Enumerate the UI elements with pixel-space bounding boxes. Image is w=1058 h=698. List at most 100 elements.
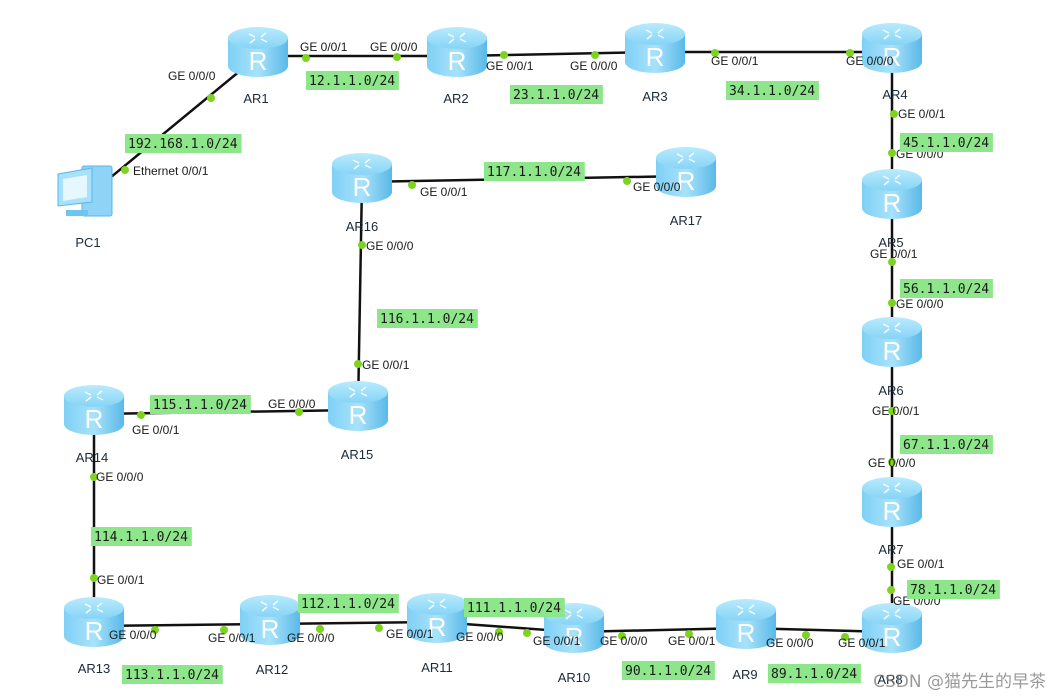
port-dot xyxy=(888,258,896,266)
device-ar13[interactable]: R xyxy=(64,597,124,647)
router-icon[interactable]: R xyxy=(407,593,467,643)
network-label-bg xyxy=(306,71,399,90)
pc-icon[interactable] xyxy=(57,165,113,217)
network-label: 45.1.1.0/24 xyxy=(900,133,993,152)
router-icon[interactable]: R xyxy=(625,23,685,73)
port-dot xyxy=(846,49,854,57)
network-label: 116.1.1.0/24 xyxy=(377,309,478,328)
port-dot xyxy=(90,473,98,481)
router-icon[interactable]: R xyxy=(328,381,388,431)
device-label: AR6 xyxy=(878,383,903,398)
router-body xyxy=(328,392,388,431)
device-ar7[interactable]: R xyxy=(862,477,922,527)
device-ar14[interactable]: R xyxy=(64,385,124,435)
device-label: AR2 xyxy=(443,91,468,106)
device-ar17[interactable]: R xyxy=(656,147,716,197)
router-body xyxy=(862,34,922,73)
pc-stand xyxy=(66,210,88,216)
device-ar1[interactable]: R xyxy=(228,27,288,77)
port-dot xyxy=(888,299,896,307)
port-dot xyxy=(393,53,401,61)
port-label: GE 0/0/1 xyxy=(208,631,256,645)
network-label-text: 115.1.1.0/24 xyxy=(153,398,247,413)
port-label: GE 0/0/1 xyxy=(97,573,145,587)
device-ar4[interactable]: R xyxy=(862,23,922,73)
device-label: AR3 xyxy=(642,89,667,104)
router-icon[interactable]: R xyxy=(862,23,922,73)
link-line[interactable] xyxy=(356,181,364,411)
port-dot xyxy=(888,458,896,466)
device-ar3[interactable]: R xyxy=(625,23,685,73)
router-icon[interactable]: R xyxy=(332,153,392,203)
device-label: AR9 xyxy=(732,667,757,682)
router-glyph: R xyxy=(565,622,584,652)
device-label: AR4 xyxy=(882,87,907,102)
router-icon[interactable]: R xyxy=(862,317,922,367)
device-label: PC1 xyxy=(75,235,100,250)
router-icon[interactable]: R xyxy=(862,169,922,219)
router-icon[interactable]: R xyxy=(64,385,124,435)
router-glyph: R xyxy=(883,336,902,366)
link-PC1-AR1[interactable] xyxy=(87,55,259,197)
network-label-bg xyxy=(907,580,1000,599)
router-icon[interactable]: R xyxy=(862,477,922,527)
router-arrows-icon xyxy=(882,174,902,186)
port-dot xyxy=(887,586,895,594)
link-AR2-AR3[interactable] xyxy=(456,50,656,58)
router-body xyxy=(332,164,392,203)
network-label-text: 111.1.1.0/24 xyxy=(467,601,561,616)
router-arrows-icon xyxy=(348,386,368,398)
router-icon[interactable]: R xyxy=(427,27,487,77)
network-label-text: 113.1.1.0/24 xyxy=(125,668,219,683)
port-dot xyxy=(354,360,362,368)
port-label: GE 0/0/0 xyxy=(868,456,916,470)
port-label: GE 0/0/0 xyxy=(168,69,216,83)
port-label: GE 0/0/1 xyxy=(838,636,886,650)
router-icon[interactable]: R xyxy=(656,147,716,197)
router-glyph: R xyxy=(677,166,696,196)
port-label: GE 0/0/0 xyxy=(896,297,944,311)
device-ar6[interactable]: R xyxy=(862,317,922,367)
network-label: 78.1.1.0/24 xyxy=(907,580,1000,599)
link-line[interactable] xyxy=(456,50,656,58)
port-label: GE 0/0/0 xyxy=(96,470,144,484)
port-dot xyxy=(890,110,898,118)
link-line[interactable] xyxy=(87,55,259,197)
port-label: GE 0/0/1 xyxy=(872,404,920,418)
router-icon[interactable]: R xyxy=(64,597,124,647)
device-ar9[interactable]: R xyxy=(716,599,776,649)
device-ar11[interactable]: R xyxy=(407,593,467,643)
network-label-bg xyxy=(464,598,565,617)
device-ar12[interactable]: R xyxy=(240,595,300,645)
network-label-text: 78.1.1.0/24 xyxy=(910,583,996,598)
port-dot xyxy=(375,624,383,632)
device-ar8[interactable]: R xyxy=(862,603,922,653)
network-label: 114.1.1.0/24 xyxy=(91,527,192,546)
device-ar16[interactable]: R xyxy=(332,153,392,203)
watermark: CSDN @猫先生的早茶 xyxy=(873,672,1046,692)
device-ar2[interactable]: R xyxy=(427,27,487,77)
port-dot xyxy=(90,574,98,582)
port-dot xyxy=(591,51,599,59)
router-top xyxy=(407,593,467,615)
router-icon[interactable]: R xyxy=(716,599,776,649)
network-label-text: 90.1.1.0/24 xyxy=(625,664,711,679)
device-ar5[interactable]: R xyxy=(862,169,922,219)
router-icon[interactable]: R xyxy=(862,603,922,653)
port-label: GE 0/0/1 xyxy=(533,634,581,648)
router-top xyxy=(862,317,922,339)
device-ar15[interactable]: R xyxy=(328,381,388,431)
network-label-bg xyxy=(377,309,478,328)
port-dot xyxy=(841,633,849,641)
router-icon[interactable]: R xyxy=(228,27,288,77)
link-AR15-AR16[interactable] xyxy=(356,181,364,411)
router-body xyxy=(64,608,124,647)
network-label-text: 117.1.1.0/24 xyxy=(487,165,581,180)
device-pc1[interactable] xyxy=(57,165,113,217)
port-label: GE 0/0/0 xyxy=(370,40,418,54)
network-label-text: 12.1.1.0/24 xyxy=(309,74,395,89)
network-label: 112.1.1.0/24 xyxy=(298,594,399,613)
router-icon[interactable]: R xyxy=(240,595,300,645)
device-label: AR13 xyxy=(78,661,111,676)
device-label: AR8 xyxy=(877,672,902,687)
